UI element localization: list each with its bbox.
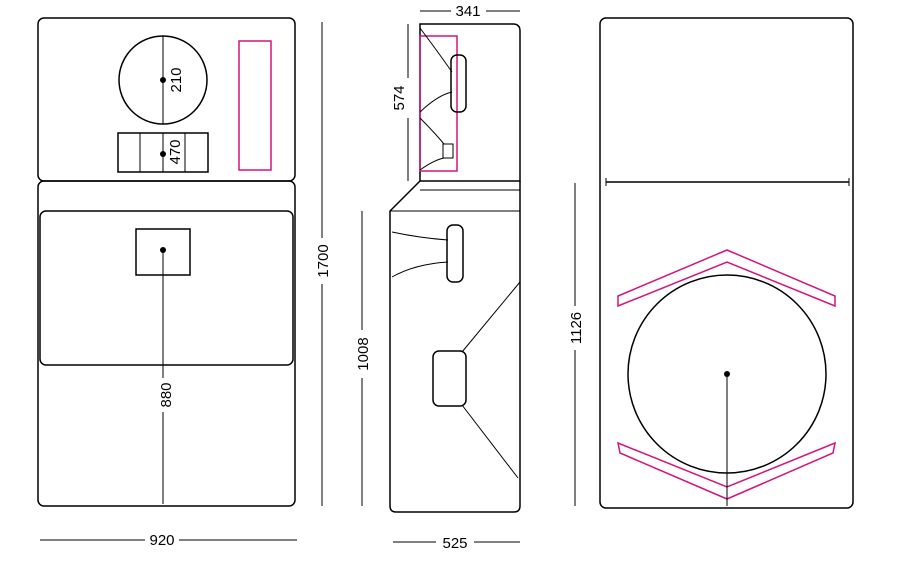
side-lower-cabinet — [389, 180, 521, 513]
dim-label-front-height: 1700 — [315, 244, 332, 277]
dim-label-side-upper-height: 574 — [391, 85, 408, 110]
dim-label-woofer-diameter: 210 — [168, 67, 185, 92]
front-mid-box-center — [160, 151, 166, 157]
dim-label-lower-center: 880 — [158, 382, 175, 407]
side-bass-driver — [432, 350, 467, 407]
side-small-horn-top — [419, 117, 445, 145]
side-lower-horn-bottom — [391, 261, 449, 278]
front-view: 210 470 880 920 1700 — [37, 17, 332, 549]
side-horn-curve-bottom — [419, 91, 453, 113]
sub-woofer-center — [724, 371, 730, 377]
front-grille-panel — [39, 210, 294, 366]
dim-label-front-width: 920 — [149, 532, 174, 549]
side-horn-curve-top — [419, 27, 453, 73]
front-tweeter-slot — [238, 40, 272, 171]
side-small-horn-bottom — [419, 157, 445, 171]
dim-label-side-top-depth: 341 — [455, 3, 480, 20]
sub-upper-chevron — [617, 249, 836, 308]
dim-label-mid-box: 470 — [167, 139, 184, 164]
side-bass-horn-top — [461, 281, 521, 353]
sub-cabinet — [599, 17, 854, 509]
front-lower-cabinet — [37, 180, 296, 507]
dim-label-side-bottom-depth: 525 — [442, 535, 467, 552]
side-small-driver — [442, 143, 454, 159]
side-lower-driver — [446, 224, 464, 283]
side-lower-horn-top — [391, 231, 449, 241]
dim-label-sub-height: 1126 — [568, 312, 585, 344]
subwoofer-view: 1126 — [568, 17, 854, 509]
side-view: 341 574 1008 525 — [355, 3, 521, 552]
side-upper-driver — [450, 54, 467, 113]
side-bass-horn-bottom — [461, 404, 519, 479]
dim-label-side-lower-height: 1008 — [355, 337, 372, 370]
side-upper-cabinet — [419, 23, 521, 182]
side-tweeter-slot — [419, 35, 458, 172]
front-woofer-center — [160, 77, 166, 83]
